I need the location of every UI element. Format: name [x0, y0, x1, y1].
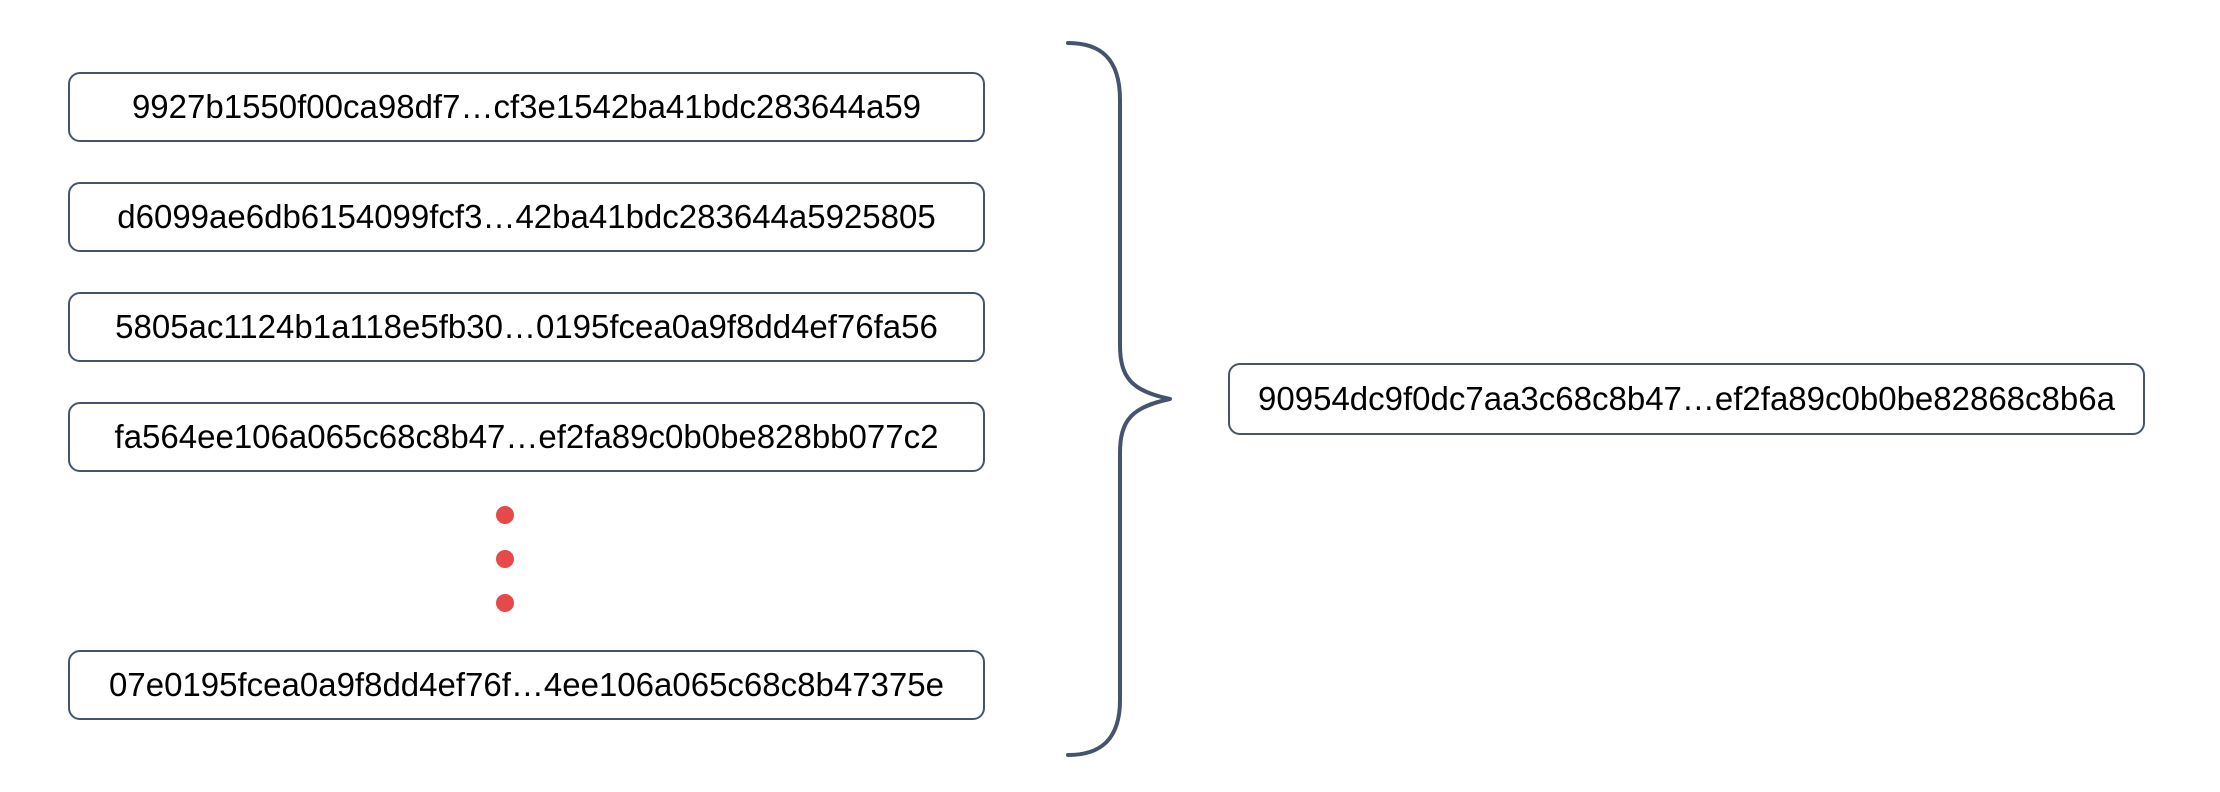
- hash-text: d6099ae6db6154099fcf3…42ba41bdc283644a59…: [117, 198, 936, 235]
- ellipsis-dots: [496, 506, 514, 612]
- ellipsis-dot: [496, 550, 514, 568]
- hash-box: 07e0195fcea0a9f8dd4ef76f…4ee106a065c68c8…: [68, 650, 985, 720]
- ellipsis-dot: [496, 594, 514, 612]
- hash-box: 9927b1550f00ca98df7…cf3e1542ba41bdc28364…: [68, 72, 985, 142]
- ellipsis-dot: [496, 506, 514, 524]
- hash-text: fa564ee106a065c68c8b47…ef2fa89c0b0be828b…: [114, 418, 939, 455]
- hash-text: 07e0195fcea0a9f8dd4ef76f…4ee106a065c68c8…: [109, 666, 944, 703]
- hash-box: fa564ee106a065c68c8b47…ef2fa89c0b0be828b…: [68, 402, 985, 472]
- hash-text: 5805ac1124b1a118e5fb30…0195fcea0a9f8dd4e…: [115, 308, 938, 345]
- result-hash-text: 90954dc9f0dc7aa3c68c8b47…ef2fa89c0b0be82…: [1258, 380, 2115, 417]
- hash-text: 9927b1550f00ca98df7…cf3e1542ba41bdc28364…: [131, 88, 922, 125]
- curly-brace-icon: [1066, 41, 1172, 757]
- result-hash-box: 90954dc9f0dc7aa3c68c8b47…ef2fa89c0b0be82…: [1228, 363, 2145, 435]
- hash-box: 5805ac1124b1a118e5fb30…0195fcea0a9f8dd4e…: [68, 292, 985, 362]
- hash-box: d6099ae6db6154099fcf3…42ba41bdc283644a59…: [68, 182, 985, 252]
